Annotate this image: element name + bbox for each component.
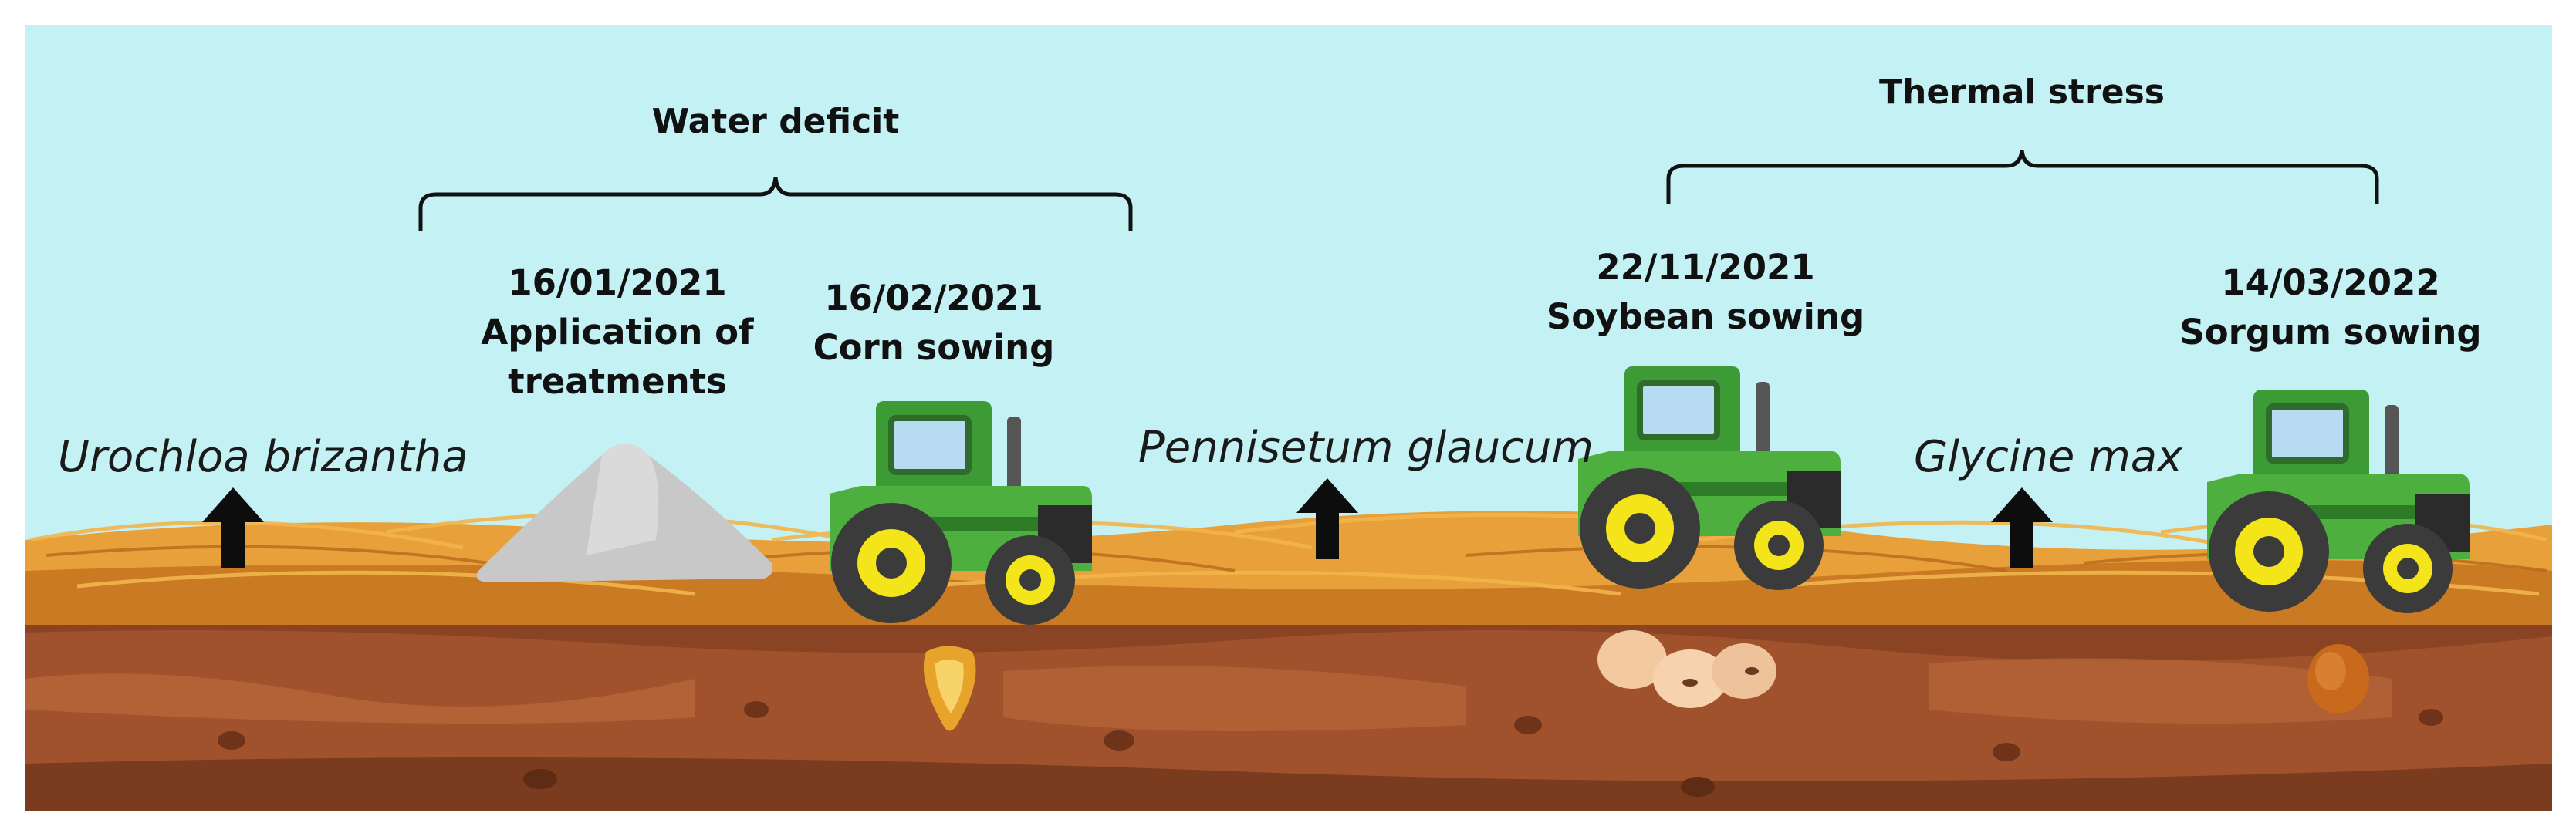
event-description: Soybean sowing: [1546, 296, 1865, 337]
water-deficit-brace: [418, 177, 1133, 231]
event-sorgum-sowing: 14/03/2022 Sorgum sowing: [2176, 258, 2485, 357]
sorghum-seed-icon: [2307, 644, 2369, 713]
stress-label-water-deficit: Water deficit: [651, 102, 900, 141]
corn-seed-icon: [923, 646, 976, 731]
event-date: 14/03/2022: [2221, 262, 2440, 303]
sky-background: [25, 25, 2552, 581]
soil-layer: [25, 609, 2552, 811]
soybean-seed-icon: [1597, 630, 1776, 708]
cover-crop-urochloa-brizantha: Urochloa brizantha: [58, 432, 468, 482]
event-date: 22/11/2021: [1596, 247, 1815, 288]
cover-crop-pennisetum-glaucum: Pennisetum glaucum: [1138, 423, 1594, 473]
stress-label-thermal-stress: Thermal stress: [1879, 73, 2165, 112]
cover-crop-glycine-max: Glycine max: [1914, 432, 2183, 482]
event-description: Application of: [481, 312, 754, 353]
powder-pile-icon: [476, 444, 773, 582]
event-application-of-treatments: 16/01/2021 Application of treatments: [463, 258, 772, 407]
event-description: Corn sowing: [813, 327, 1055, 368]
event-date: 16/01/2021: [508, 262, 727, 303]
event-date: 16/02/2021: [824, 278, 1043, 319]
event-corn-sowing: 16/02/2021 Corn sowing: [787, 274, 1080, 373]
event-description: Sorgum sowing: [2179, 312, 2482, 353]
event-soybean-sowing: 22/11/2021 Soybean sowing: [1540, 243, 1871, 342]
event-description: treatments: [508, 361, 727, 402]
thermal-stress-brace: [1666, 150, 2379, 204]
